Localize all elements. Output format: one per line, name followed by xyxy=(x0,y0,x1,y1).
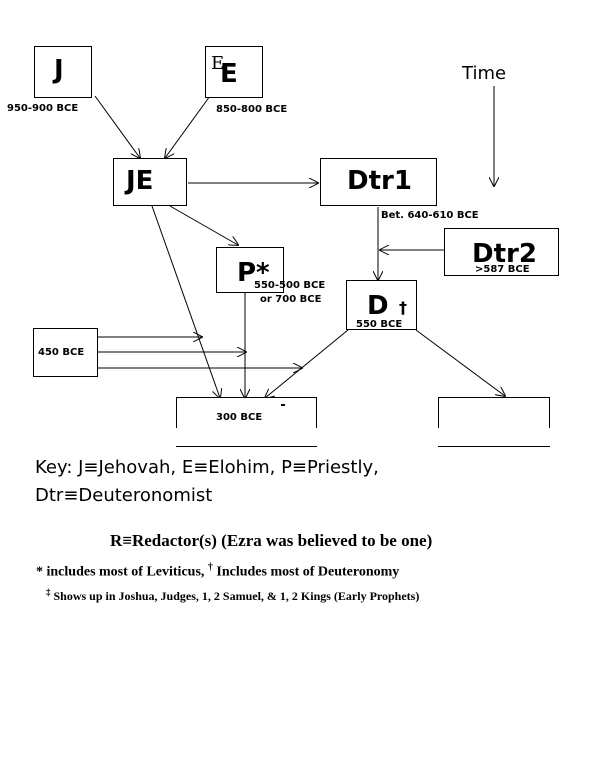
key-legend: Key: J≡Jehovah, E≡Elohim, P≡Priestly, Dt… xyxy=(35,454,379,510)
d-label: D xyxy=(367,291,389,321)
dtr2-label: Dtr2 xyxy=(472,239,537,269)
dtr1-box: Dtr1 xyxy=(320,158,437,206)
redactor-note: R≡Redactor(s) (Ezra was believed to be o… xyxy=(110,531,433,550)
footnote-1: * includes most of Leviticus, † Includes… xyxy=(36,562,399,581)
key-line-2: Dtr≡Deuteronomist xyxy=(35,485,213,506)
d-dagger-mark: † xyxy=(399,298,407,317)
arrow-j-to-je xyxy=(94,95,140,158)
e-date: 850-800 BCE xyxy=(216,104,288,115)
footnote-2: ‡ Shows up in Joshua, Judges, 1, 2 Samue… xyxy=(46,587,419,604)
arrow-je-to-r xyxy=(151,205,220,398)
arrow-e-to-je xyxy=(165,95,211,158)
footnote-2-mark: ‡ xyxy=(46,587,51,597)
crop-mask xyxy=(0,428,600,446)
p-label: P* xyxy=(237,258,270,288)
dtr2-date: >587 BCE xyxy=(475,264,530,275)
p-date-line2: or 700 BCE xyxy=(260,294,322,305)
dtr1-date: Bet. 640-610 BCE xyxy=(381,210,479,221)
dtr1-label: Dtr1 xyxy=(347,166,412,196)
j-date: 950-900 BCE xyxy=(7,103,79,114)
footnote-1-dagger: † xyxy=(207,562,213,573)
e-small-label: E xyxy=(211,53,225,74)
arrow-je-to-p xyxy=(169,205,238,245)
left-date: 450 BCE xyxy=(38,347,85,358)
e-source-box: E E xyxy=(205,46,263,98)
arrow-d-to-r xyxy=(265,329,349,398)
dtr2-box: Dtr2 >587 BCE xyxy=(444,228,559,276)
bottom-date: 300 BCE xyxy=(216,412,263,423)
p-date-line1: 550-500 BCE xyxy=(254,280,326,291)
j-label: J xyxy=(54,55,64,85)
footnote-2-text: Shows up in Joshua, Judges, 1, 2 Samuel,… xyxy=(50,589,420,603)
bottom-dash-mark xyxy=(281,404,285,406)
footnote-1-a: * includes most of Leviticus, xyxy=(36,564,208,580)
p-box: P* xyxy=(216,247,284,293)
j-source-box: J xyxy=(34,46,92,98)
je-box: JE xyxy=(113,158,187,206)
key-line-1: Key: J≡Jehovah, E≡Elohim, P≡Priestly, xyxy=(35,457,379,478)
d-date: 550 BCE xyxy=(356,319,403,330)
d-box: D † 550 BCE xyxy=(346,280,417,330)
time-label: Time xyxy=(462,63,507,84)
footnote-1-b: Includes most of Deuteronomy xyxy=(212,564,400,580)
je-label: JE xyxy=(126,166,154,196)
e-label: E xyxy=(220,59,238,89)
arrow-d-to-right xyxy=(415,329,505,396)
later-source-box: 450 BCE xyxy=(33,328,98,377)
